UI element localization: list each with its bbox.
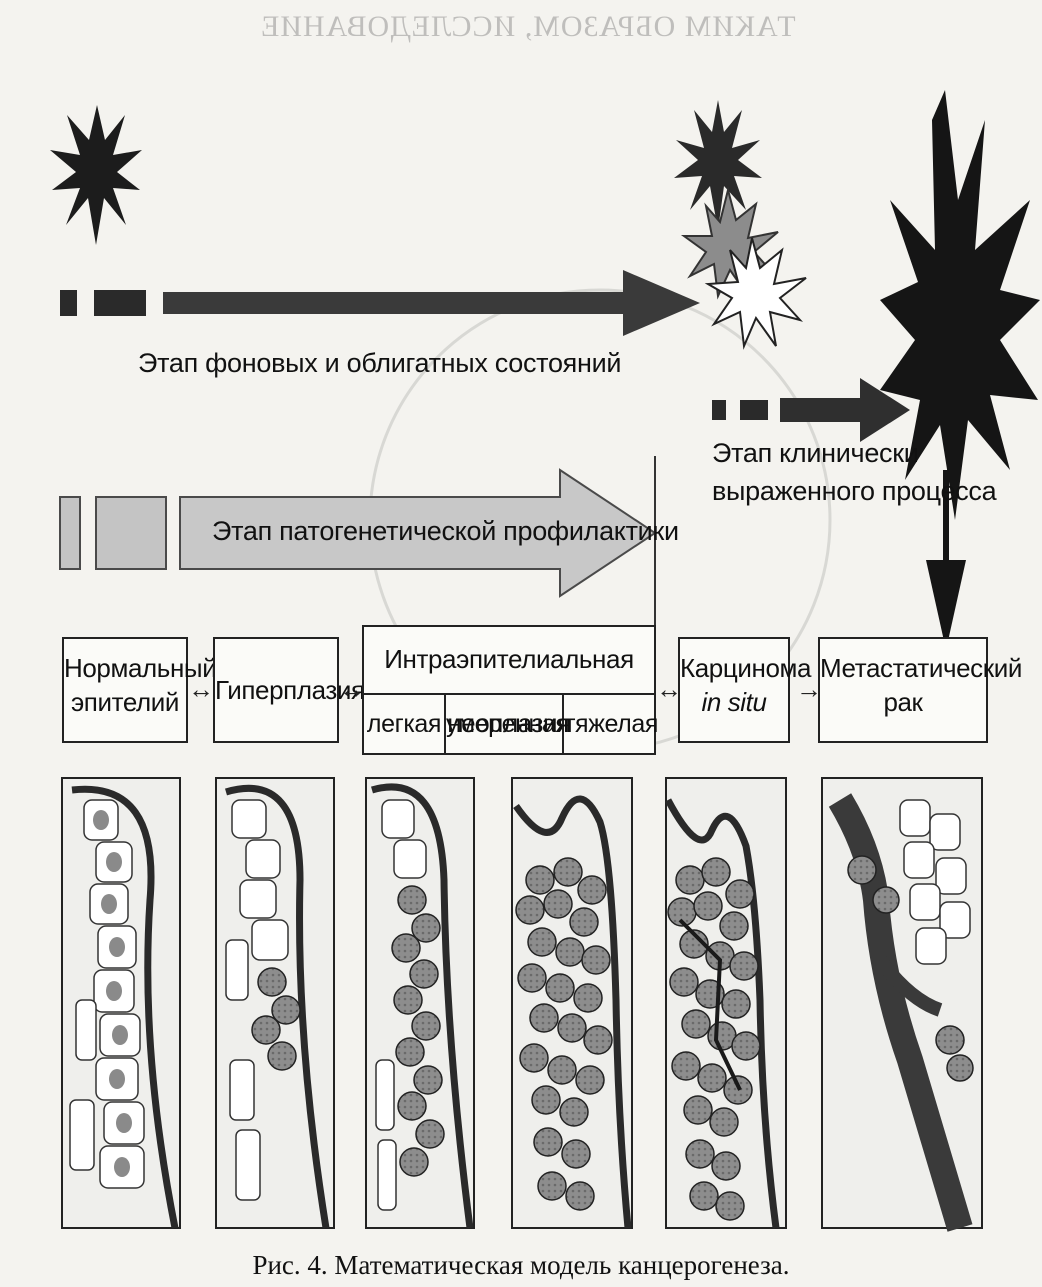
stage-clinical-arrow — [712, 378, 910, 442]
star-initial — [50, 105, 142, 245]
box-normal-line2: эпителий — [64, 685, 186, 719]
neoplasia-grade-moderate: умеренная — [444, 693, 564, 755]
box-normal-line1: Нормальный — [64, 651, 186, 685]
stage-clinical-label-line1: Этап клинически — [712, 434, 996, 472]
stage-background-arrow — [60, 270, 700, 336]
stage-background-label: Этап фоновых и облигатных состояний — [138, 348, 621, 379]
connector-normal-hyperplasia: ↔ — [188, 676, 214, 702]
box-metastatic-line1: Метастатический — [820, 651, 986, 685]
box-normal-epithelium: Нормальный эпителий — [62, 637, 188, 743]
stage-clinical-label: Этап клинически выраженного процесса — [712, 434, 996, 510]
tissue-panels — [62, 778, 982, 1228]
neoplasia-grade-mild: легкая — [364, 693, 444, 755]
neoplasia-grade-severe: тяжелая — [564, 693, 654, 755]
stage-prophylaxis-label: Этап патогенетической профилактики — [212, 516, 679, 547]
box-hyperplasia: Гиперплазия — [213, 637, 339, 743]
box-metastatic-line2: рак — [820, 685, 986, 719]
figure-caption: Рис. 4. Математическая модель канцероген… — [0, 1250, 1042, 1281]
box-carcinoma-line2: in situ — [680, 685, 788, 719]
box-hyperplasia-label: Гиперплазия — [215, 639, 337, 741]
box-metastatic-cancer: Метастатический рак — [818, 637, 988, 743]
stage-clinical-label-line2: выраженного процесса — [712, 472, 996, 510]
box-intraepithelial-neoplasia: Интраэпителиальная неоплазия легкая умер… — [362, 625, 656, 755]
box-carcinoma-in-situ: Карцинома in situ — [678, 637, 790, 743]
box-carcinoma-line1: Карцинома — [680, 651, 788, 685]
